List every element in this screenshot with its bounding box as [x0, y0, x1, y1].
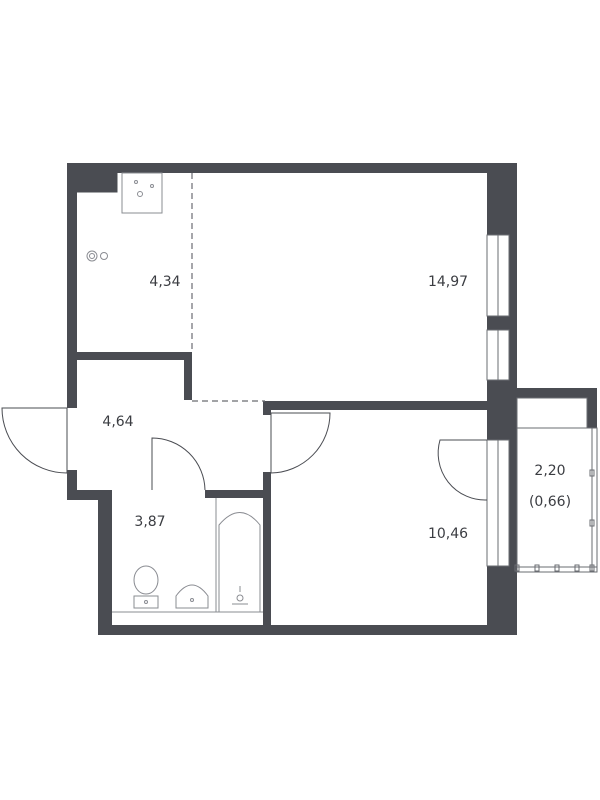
balcony-rail-side — [587, 388, 597, 428]
sink-icon — [137, 191, 143, 197]
bedroom-area-label: 10,46 — [428, 526, 468, 542]
interior-walls — [77, 352, 487, 635]
bathroom-door — [151, 437, 206, 491]
balcony-area-label: 2,20 — [534, 463, 565, 479]
wall-hall-stub — [263, 401, 271, 415]
windows — [486, 234, 510, 567]
wall-top — [67, 163, 517, 173]
wall-bottom-left-step — [67, 490, 112, 500]
wall-hall-post — [184, 352, 192, 400]
bedroom-door — [270, 412, 331, 474]
wall-bath-top-right — [205, 490, 271, 498]
wall-bottom — [98, 625, 517, 635]
washbasin-icon — [175, 584, 209, 609]
kitchen-sink-counter — [121, 172, 163, 214]
balcony-glazing — [516, 427, 598, 573]
wall-left-lower — [67, 470, 77, 500]
kitchen-vent-block — [74, 170, 118, 193]
wall-left-bath — [98, 500, 112, 635]
bath-faucet-icon — [232, 586, 248, 605]
entrance-door — [1, 407, 68, 474]
bathroom-fixtures — [112, 498, 263, 613]
outer-walls — [67, 163, 517, 635]
balcony — [514, 388, 598, 573]
kitchen-area-label: 4,34 — [149, 274, 180, 290]
balcony-slab-top — [517, 388, 597, 398]
hallway-area-label: 4,64 — [102, 414, 133, 430]
wall-right-mid — [487, 380, 509, 440]
bathtub-icon — [218, 512, 261, 612]
balcony-door — [437, 439, 488, 501]
wall-bath-left-top — [98, 490, 112, 500]
wall-kitchen-hall — [77, 352, 192, 360]
wall-left-upper — [67, 163, 77, 408]
wall-right-edge — [509, 163, 517, 635]
balcony-inner-ledge — [516, 397, 588, 429]
wall-living-bedroom — [265, 401, 487, 410]
living-room-area-label: 14,97 — [428, 274, 468, 290]
bathroom-area-label: 3,87 — [134, 514, 165, 530]
wall-bath-bedroom — [263, 472, 271, 635]
kitchen-fixtures — [74, 170, 163, 262]
wall-right-bottom — [487, 566, 509, 635]
stove-burner-icon — [100, 252, 108, 260]
wall-right-top — [487, 163, 509, 235]
stove-burner-icon — [86, 250, 98, 262]
balcony-reduced-area-label: (0,66) — [529, 494, 571, 510]
toilet-icon — [133, 565, 159, 595]
balcony-mullions — [514, 469, 595, 572]
wall-right-pier — [487, 316, 509, 330]
